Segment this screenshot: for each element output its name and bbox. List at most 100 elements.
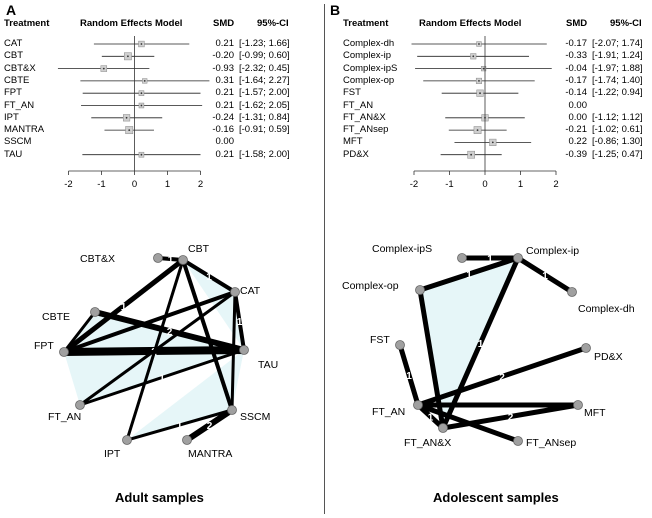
network-edge: [415, 345, 589, 408]
forest-row-ci: [-1.64; 2.27]: [239, 74, 290, 86]
x-tick-label: 0: [482, 179, 487, 190]
network-edge-label: 1: [168, 255, 174, 266]
network-node-label: CBT&X: [80, 253, 115, 265]
network-node: [59, 347, 69, 357]
network-node: [513, 253, 523, 263]
network-edge-label: 1: [428, 413, 434, 424]
forest-row-smd: -0.04: [565, 62, 587, 74]
forest-row-label: Complex-dh: [343, 38, 395, 49]
network-edge: [62, 310, 97, 354]
network-node-label: MANTRA: [188, 448, 232, 460]
network-node-label: Complex-ip: [526, 245, 579, 257]
network-loop-fill: [183, 260, 244, 350]
network-node-label: FT_ANsep: [526, 437, 576, 449]
forest-row-label: CBT: [4, 50, 23, 62]
x-tick-label: -1: [97, 179, 105, 190]
network-edge-label: 2: [167, 327, 173, 338]
forest-row-ci: [-1.62; 2.05]: [239, 99, 290, 111]
network-node: [513, 436, 523, 446]
forest-row-ci: [-0.86; 1.30]: [592, 136, 643, 148]
network-node-label: CBT: [188, 243, 210, 255]
estimate-point: [476, 129, 479, 132]
forest-row-label: FPT: [4, 87, 22, 99]
forest-row-label: MFT: [343, 136, 363, 148]
forest-row-label: TAU: [4, 148, 23, 160]
forest-row-ci: [-1.58; 2.00]: [239, 148, 290, 160]
estimate-point: [472, 55, 475, 58]
network-node-label: FT_AN: [48, 411, 81, 423]
forest-row-smd: -0.20: [212, 50, 234, 62]
forest-row-label: SSCM: [4, 136, 32, 148]
network-edge: [125, 408, 234, 442]
network-node: [239, 345, 249, 355]
network-node-label: FPT: [34, 340, 54, 352]
forest-row-ci: [-1.22; 0.94]: [592, 87, 643, 99]
estimate-point: [478, 80, 480, 82]
panel-a-letter: A: [6, 2, 17, 18]
network-edge-label: 1: [466, 270, 472, 281]
network-node-label: FT_AN: [372, 406, 405, 418]
network-node: [75, 400, 85, 410]
forest-row-label: CAT: [4, 38, 23, 49]
network-node: [227, 405, 237, 415]
network-node-label: Complex-op: [342, 280, 399, 292]
estimate-point: [140, 153, 143, 156]
forest-row-ci: [-1.57; 2.00]: [239, 87, 290, 99]
network-node: [153, 253, 163, 263]
network-node: [581, 343, 591, 353]
network-edge: [61, 257, 186, 355]
panel-a-header-model: Random Effects Model: [80, 18, 183, 29]
network-node: [90, 307, 100, 317]
panel-a-header-smd: SMD: [213, 18, 235, 29]
network-node-label: FT_AN&X: [404, 437, 451, 449]
forest-row-ci: [-1.25; 0.47]: [592, 148, 643, 160]
network-node: [395, 340, 405, 350]
network-node: [182, 435, 192, 445]
forest-row-label: PD&X: [343, 148, 369, 160]
panel-a-caption: Adult samples: [115, 490, 204, 505]
estimate-point: [478, 43, 480, 45]
forest-row-smd: -0.17: [565, 38, 587, 49]
forest-row-ci: [-2.07; 1.74]: [592, 38, 643, 49]
network-edge: [62, 290, 237, 354]
network-edge-label: 1: [542, 271, 548, 282]
network-node-label: Complex-dh: [578, 303, 635, 315]
panel-b-header-model: Random Effects Model: [419, 18, 522, 29]
network-node-label: IPT: [104, 448, 121, 460]
network-node: [573, 400, 583, 410]
estimate-point: [128, 129, 131, 132]
x-tick-label: 0: [132, 179, 137, 190]
estimate-point: [102, 67, 105, 70]
estimate-point: [470, 153, 473, 156]
forest-row-smd: -0.39: [565, 148, 587, 160]
forest-row-ci: [-0.99; 0.60]: [239, 50, 290, 62]
panel-a-network-graph: 111122112CBT&XCBTCATCBTEFPTTAUFT_ANIPTSS…: [34, 243, 278, 460]
network-edge: [78, 290, 237, 407]
forest-row-ci: [-2.32; 0.45]: [239, 62, 290, 74]
estimate-point: [491, 141, 494, 144]
network-node: [413, 400, 423, 410]
forest-row-label: MANTRA: [4, 124, 45, 136]
network-edge: [415, 402, 446, 431]
network-edge: [230, 290, 237, 412]
panel-a-header-treatment: Treatment: [4, 18, 50, 29]
x-tick-label: 1: [165, 179, 170, 190]
forest-row-label: CBTE: [4, 74, 30, 86]
forest-row-label: FT_AN: [343, 99, 374, 111]
network-loop-fill: [127, 350, 244, 440]
x-tick-label: -1: [445, 179, 453, 190]
estimate-point: [479, 92, 481, 95]
network-edge: [440, 402, 581, 431]
network-node: [178, 255, 188, 265]
network-edge: [515, 255, 575, 295]
estimate-point: [140, 92, 143, 95]
network-edge: [417, 255, 521, 293]
network-edge-label: 2: [508, 413, 514, 424]
network-edge: [181, 258, 234, 412]
panel-b-header-ci: 95%-CI: [610, 18, 642, 29]
forest-row-label: FT_AN: [4, 99, 35, 111]
forest-row-smd: 0.21: [215, 38, 235, 49]
panel-divider: [324, 4, 325, 514]
